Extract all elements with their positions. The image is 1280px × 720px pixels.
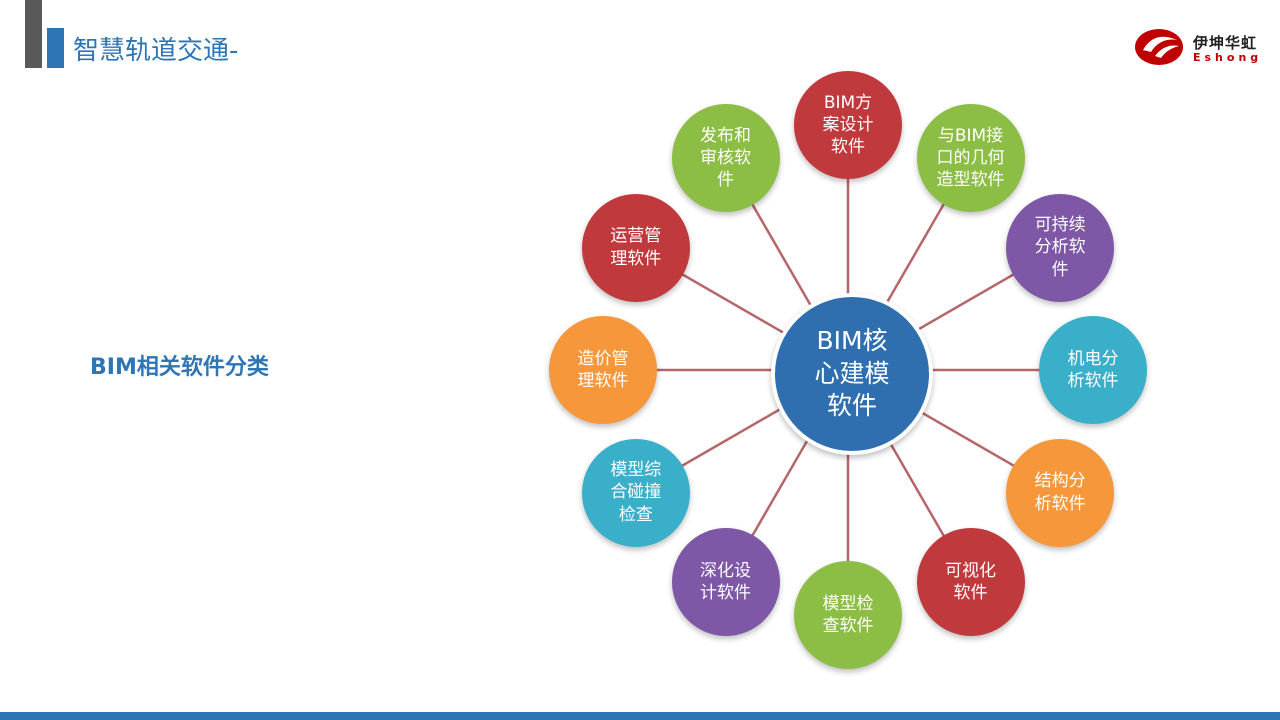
section-label: BIM相关软件分类 [90,355,269,380]
software-node-label: 运营管 理软件 [610,226,662,269]
software-node: BIM方 案设计 软件 [794,71,902,179]
software-node: 可持续 分析软 件 [1006,193,1115,302]
software-node-label: 模型综 合碰撞 检查 [610,460,662,525]
software-node: 造价管 理软件 [549,316,657,424]
header-accent-bar-dark [25,0,42,68]
software-node-label: BIM方 案设计 软件 [822,92,874,158]
software-node-label: 发布和 审核软 件 [700,125,751,190]
software-node-label: 造价管 理软件 [577,348,629,391]
software-node-label: 与BIM接 口的几何 造型软件 [936,125,1005,190]
software-node-label: 深化设 计软件 [700,561,751,604]
software-node: 深化设 计软件 [671,528,780,637]
software-node: 可视化 软件 [916,528,1025,637]
center-node: BIM核 心建模 软件 [771,293,933,455]
software-node-label: 模型检 查软件 [822,593,874,636]
software-node: 模型综 合碰撞 检查 [581,438,690,547]
software-node: 结构分 析软件 [1006,438,1115,547]
bim-software-diagram: BIM核 心建模 软件 BIM方 案设计 软件与BIM接 口的几何 造型软件可持… [490,60,1210,690]
logo-emblem-icon [1135,29,1183,65]
software-node-label: 结构分 析软件 [1034,471,1086,514]
software-node: 发布和 审核软 件 [671,103,780,212]
logo-chinese-text: 伊坤华虹 [1193,34,1258,52]
logo-english-text: Eshong [1193,51,1263,64]
header-accent-bar-blue [47,28,64,68]
software-node-label: 可持续 分析软 件 [1034,215,1086,280]
software-node: 运营管 理软件 [581,193,690,302]
software-node-label: 可视化 软件 [945,561,996,604]
software-node: 机电分 析软件 [1039,316,1147,424]
company-logo: 伊坤华虹 Eshong [1133,26,1263,68]
page-title: 智慧轨道交通- [73,36,239,66]
center-node-label: BIM核 心建模 软件 [814,326,890,421]
software-node: 与BIM接 口的几何 造型软件 [916,103,1025,212]
software-node-label: 机电分 析软件 [1067,348,1119,391]
software-node: 模型检 查软件 [794,561,902,669]
footer-bar [0,712,1280,720]
